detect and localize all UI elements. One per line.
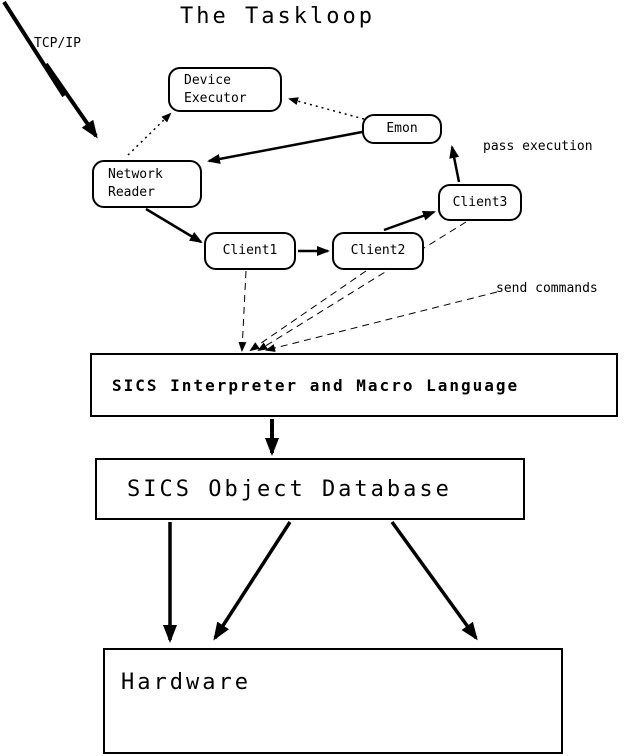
- arrow-client2-to-interpreter: [249, 270, 367, 352]
- arrow-network-reader-to-device-executor: [127, 112, 172, 156]
- arrow-client1-to-interpreter: [238, 270, 247, 352]
- node-emon: Emon: [362, 114, 442, 144]
- label-send-commands: send commands: [496, 281, 598, 296]
- box-hardware: Hardware: [103, 648, 563, 754]
- arrow-network-reader-to-client1: [145, 207, 203, 244]
- diagram-title: The Taskloop: [180, 4, 375, 29]
- label-tcpip: TCP/IP: [34, 36, 81, 51]
- node-network-reader: Network Reader: [92, 160, 202, 208]
- arrow-send-commands-to-interpreter: [265, 291, 498, 352]
- node-device-executor: Device Executor: [168, 67, 282, 112]
- node-client1: Client1: [204, 232, 296, 270]
- label-pass-execution: pass execution: [483, 139, 593, 154]
- arrow-client2-to-client3: [383, 210, 436, 232]
- tcpip-bolt-arrow: [44, 62, 98, 139]
- arrow-emon-to-network-reader: [207, 130, 363, 164]
- arrow-database-to-hardware-middle: [213, 521, 292, 641]
- arrow-emon-to-device-executor: [288, 97, 365, 120]
- node-client3: Client3: [438, 184, 522, 221]
- box-sics-interpreter: SICS Interpreter and Macro Language: [90, 353, 618, 417]
- node-client2: Client2: [332, 232, 424, 270]
- arrow-client3-pass-execution: [449, 145, 461, 183]
- box-sics-object-database: SICS Object Database: [95, 458, 525, 520]
- tcpip-bolt-segment-1: [2, 0, 66, 98]
- arrow-client3-to-interpreter: [257, 221, 467, 352]
- arrow-database-to-hardware-right: [390, 520, 478, 641]
